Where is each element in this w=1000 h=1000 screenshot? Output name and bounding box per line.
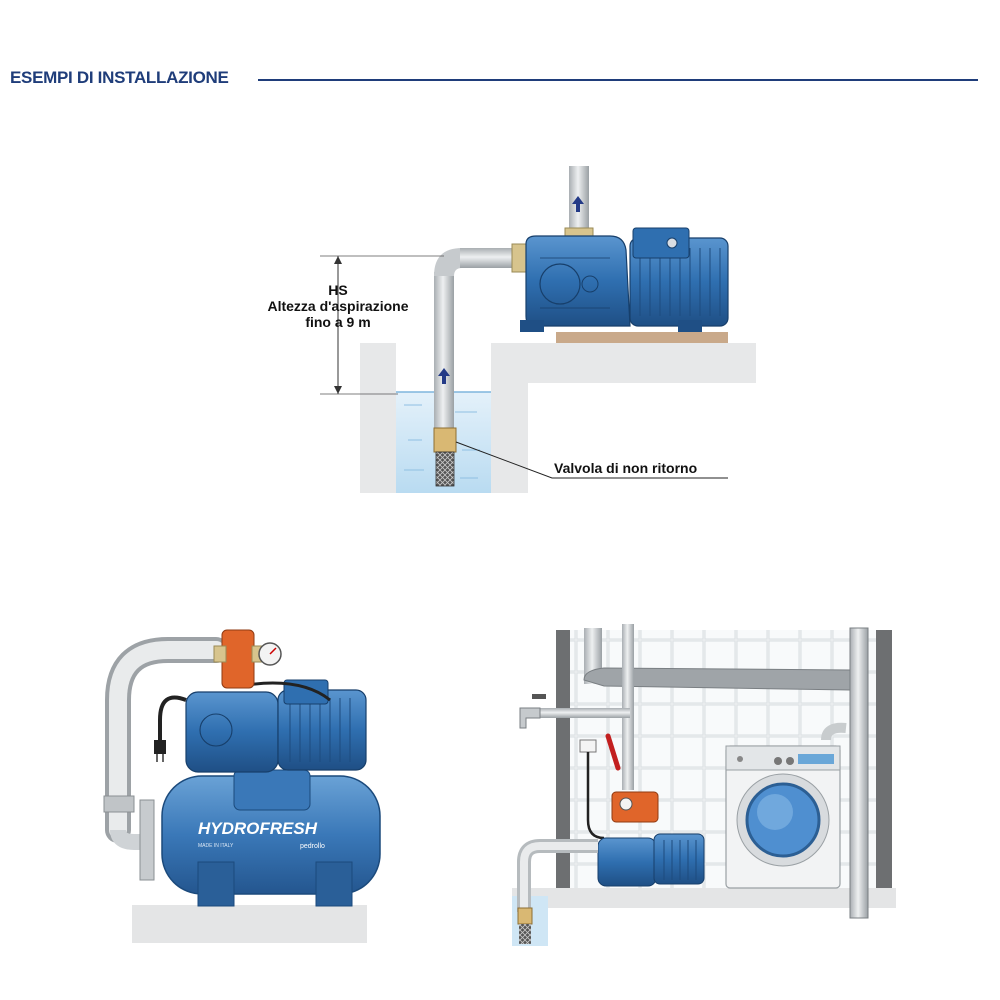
tank-brand: HYDROFRESH (198, 819, 318, 838)
flexible-hose (109, 641, 225, 839)
ground-wall (360, 343, 756, 493)
electrical-socket-icon (579, 739, 597, 753)
pressure-controller (221, 629, 255, 689)
valve-callout-line (455, 441, 728, 479)
foot-valve (517, 907, 533, 925)
floor-slab (132, 905, 367, 943)
tank-flange (139, 799, 155, 881)
drain-stack (849, 627, 869, 919)
supply-pipe (622, 624, 634, 790)
hs-label: HS (328, 282, 347, 298)
suction-pipe (520, 842, 598, 912)
floor-slab (512, 888, 896, 946)
power-plug-icon (154, 740, 166, 754)
strainer (435, 451, 455, 487)
pump-body (525, 235, 631, 327)
tank-subtext: MADE IN ITALY (198, 843, 234, 849)
water-tap-icon (519, 707, 541, 729)
section-title: ESEMPI DI INSTALLAZIONE (10, 68, 229, 87)
strainer (519, 924, 531, 944)
pump-base (556, 332, 728, 343)
title-rule (258, 79, 978, 81)
diagram-suction-install: HS Altezza d'aspirazione fino a 9 m Valv… (267, 166, 756, 493)
foot-valve (433, 427, 457, 453)
diagram-domestic-install (512, 624, 896, 946)
hs-description-line1: Altezza d'aspirazione (267, 298, 408, 314)
pump-controller (611, 791, 659, 823)
shutoff-valve-handle (605, 733, 621, 771)
tank-maker: pedrollo (300, 843, 325, 850)
hs-description-line2: fino a 9 m (305, 314, 370, 330)
flow-arrow-icon (572, 196, 584, 212)
flow-arrow-icon (438, 368, 450, 384)
suction-pipe (434, 272, 454, 432)
domestic-pump-motor (653, 833, 705, 885)
section-header: ESEMPI DI INSTALLAZIONE (10, 68, 978, 92)
domestic-pump-body (597, 837, 657, 887)
diagram-hydrofresh-system: HYDROFRESH MADE IN ITALY pedrollo (103, 629, 381, 943)
valve-label: Valvola di non ritorno (554, 460, 697, 476)
